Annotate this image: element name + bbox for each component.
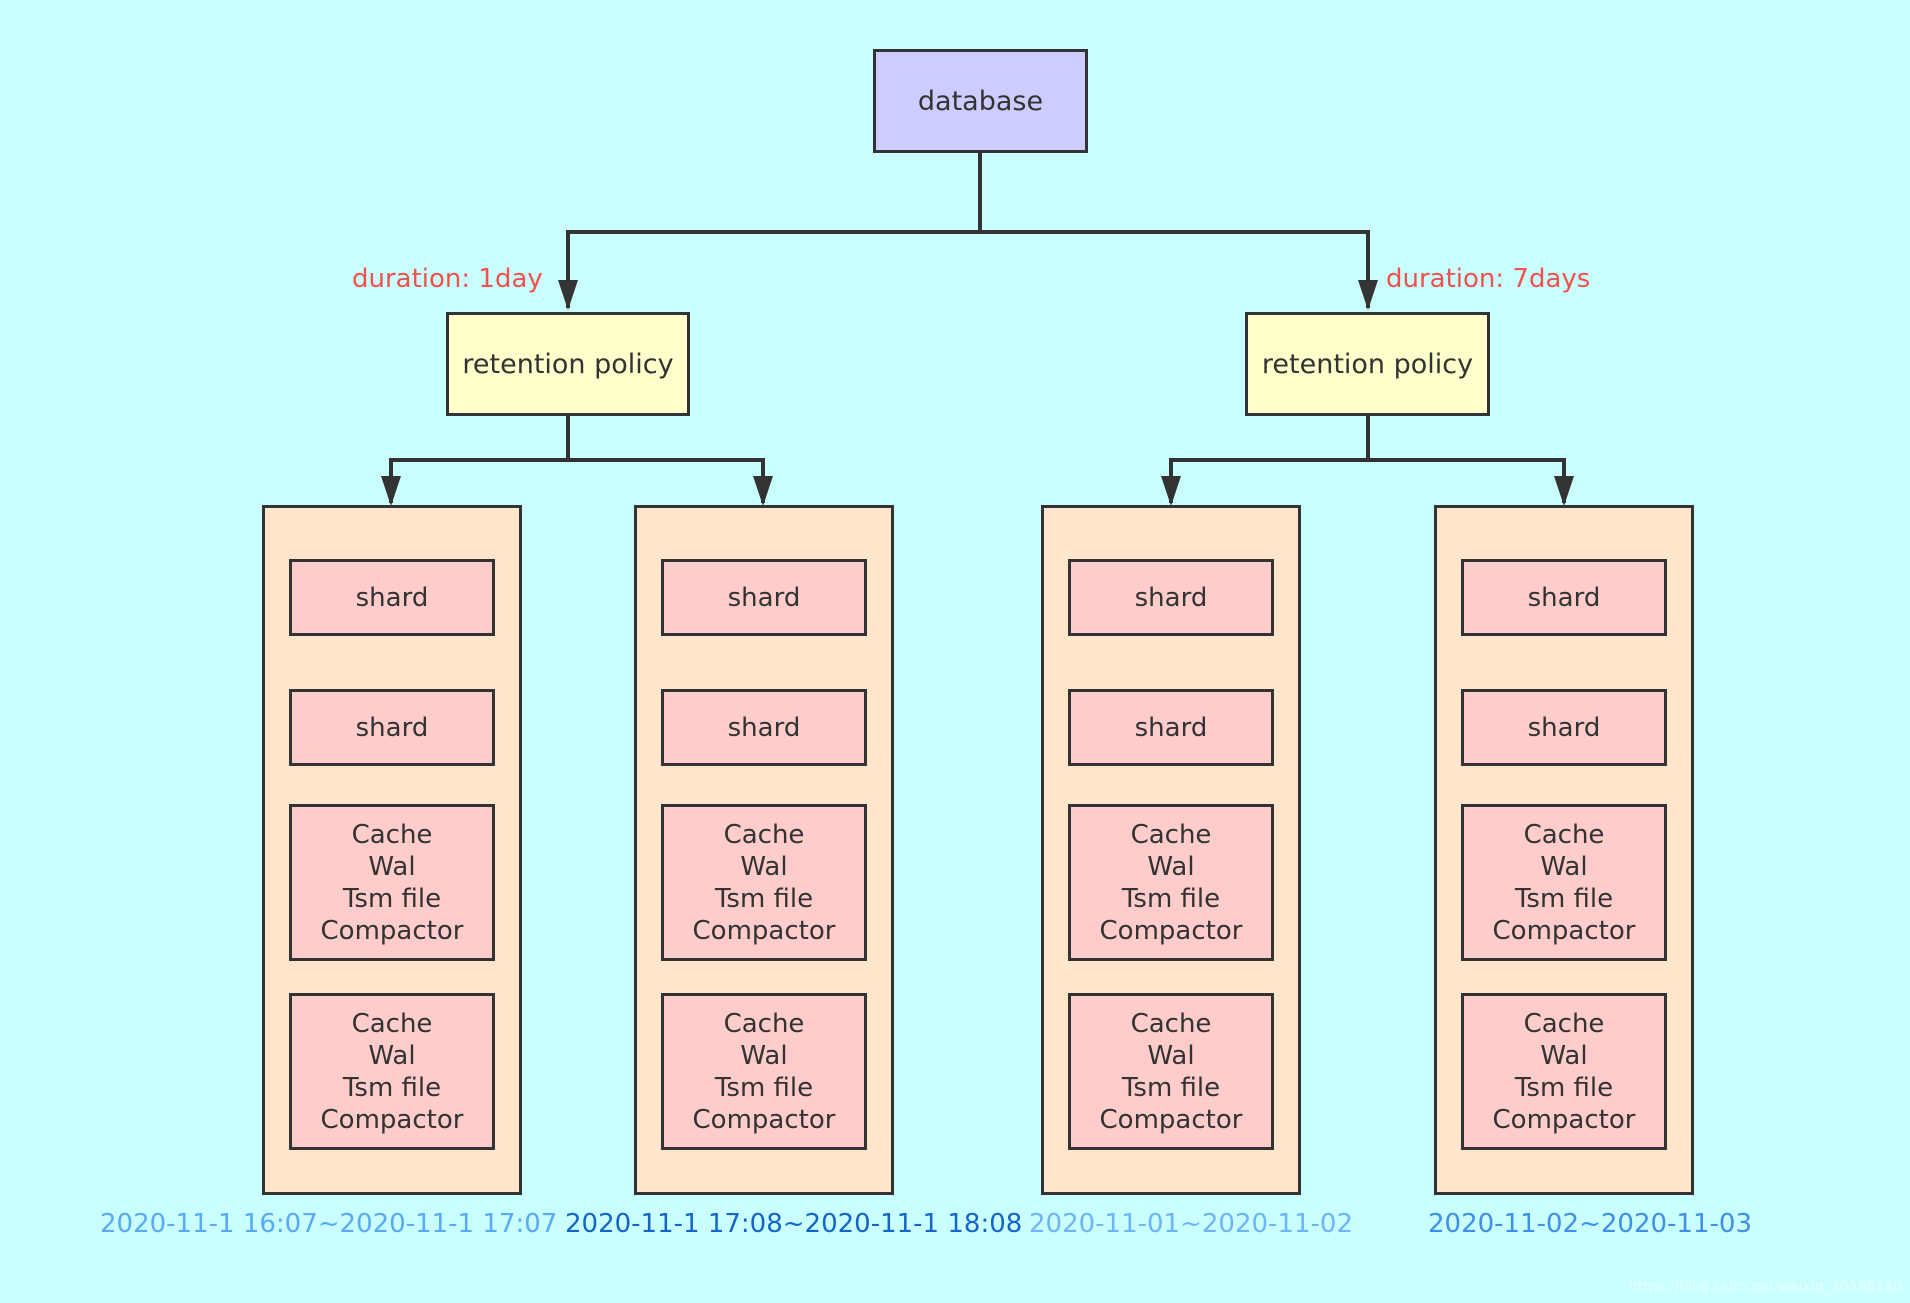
component-label: Compactor bbox=[1099, 1104, 1243, 1135]
component-label: Compactor bbox=[692, 915, 836, 946]
component-label: Wal bbox=[1540, 851, 1588, 882]
component-label: Compactor bbox=[1099, 915, 1243, 946]
arrowhead bbox=[1358, 280, 1378, 310]
shard-node[interactable]: shard bbox=[1461, 559, 1667, 636]
watermark: https://blog.csdn.net/weixin_36586120 bbox=[1628, 1279, 1902, 1295]
arrowheads bbox=[381, 280, 1574, 506]
shard-node[interactable]: shard bbox=[661, 689, 867, 766]
database-label: database bbox=[917, 85, 1044, 117]
component-label: Tsm file bbox=[714, 1072, 814, 1103]
retention-policy-node-2[interactable]: retention policy bbox=[1245, 312, 1490, 416]
component-label: Wal bbox=[368, 1040, 416, 1071]
connector-rp2-to-group3 bbox=[1169, 416, 1370, 503]
shard-label: shard bbox=[1134, 582, 1208, 613]
component-label: Cache bbox=[351, 819, 433, 850]
component-label: Tsm file bbox=[1121, 883, 1221, 914]
component-label: Tsm file bbox=[1514, 1072, 1614, 1103]
component-label: Cache bbox=[1130, 819, 1212, 850]
connector-db-to-rp2 bbox=[980, 230, 1370, 308]
component-label: Wal bbox=[1540, 1040, 1588, 1071]
shard-label: shard bbox=[355, 712, 429, 743]
shard-label: shard bbox=[1527, 712, 1601, 743]
component-label: Tsm file bbox=[1514, 883, 1614, 914]
component-label: Tsm file bbox=[342, 883, 442, 914]
shard-label: shard bbox=[1527, 582, 1601, 613]
shard-node[interactable]: shard bbox=[1068, 559, 1274, 636]
component-label: Cache bbox=[1523, 819, 1605, 850]
time-range-label: 2020-11-1 17:08~2020-11-1 18:08 bbox=[565, 1209, 1023, 1239]
component-label: Cache bbox=[723, 819, 805, 850]
component-label: Wal bbox=[740, 851, 788, 882]
component-label: Tsm file bbox=[342, 1072, 442, 1103]
retention-policy-label: retention policy bbox=[462, 348, 674, 380]
component-label: Wal bbox=[1147, 851, 1195, 882]
duration-label-1: duration: 1day bbox=[352, 264, 543, 294]
shard-node[interactable]: shard bbox=[1068, 689, 1274, 766]
retention-policy-label: retention policy bbox=[1261, 348, 1474, 380]
arrowhead bbox=[381, 476, 401, 506]
arrowhead bbox=[1161, 476, 1181, 506]
shard-node[interactable]: shard bbox=[289, 689, 495, 766]
connector-rp1-to-group2 bbox=[568, 458, 765, 503]
shard-label: shard bbox=[355, 582, 429, 613]
component-label: Wal bbox=[368, 851, 416, 882]
shard-node[interactable]: shard bbox=[1461, 689, 1667, 766]
component-label: Cache bbox=[1523, 1008, 1605, 1039]
shard-label: shard bbox=[727, 712, 801, 743]
component-label: Compactor bbox=[1492, 915, 1636, 946]
component-label: Compactor bbox=[320, 1104, 464, 1135]
component-label: Cache bbox=[1130, 1008, 1212, 1039]
component-label: Tsm file bbox=[1121, 1072, 1221, 1103]
component-label: Wal bbox=[1147, 1040, 1195, 1071]
database-node[interactable]: database bbox=[873, 49, 1088, 153]
time-range-label: 2020-11-1 16:07~2020-11-1 17:07 bbox=[100, 1209, 558, 1239]
arrowhead bbox=[753, 476, 773, 506]
arrowhead bbox=[1554, 476, 1574, 506]
component-label: Compactor bbox=[692, 1104, 836, 1135]
component-label: Wal bbox=[740, 1040, 788, 1071]
component-label: Compactor bbox=[1492, 1104, 1636, 1135]
component-label: Tsm file bbox=[714, 883, 814, 914]
connector-db-to-rp1 bbox=[566, 152, 982, 308]
shard-node[interactable]: shard bbox=[289, 559, 495, 636]
shard-label: shard bbox=[1134, 712, 1208, 743]
retention-policy-node-1[interactable]: retention policy bbox=[446, 312, 690, 416]
duration-label-2: duration: 7days bbox=[1386, 264, 1591, 294]
time-range-label: 2020-11-01~2020-11-02 bbox=[1029, 1209, 1353, 1239]
time-range-label: 2020-11-02~2020-11-03 bbox=[1428, 1209, 1752, 1239]
connector-rp2-to-group4 bbox=[1368, 458, 1566, 503]
component-label: Compactor bbox=[320, 915, 464, 946]
shard-node[interactable]: shard bbox=[661, 559, 867, 636]
shard-label: shard bbox=[727, 582, 801, 613]
component-label: Cache bbox=[723, 1008, 805, 1039]
component-label: Cache bbox=[351, 1008, 433, 1039]
arrowhead bbox=[558, 280, 578, 310]
connector-rp1-to-group1 bbox=[389, 416, 570, 503]
